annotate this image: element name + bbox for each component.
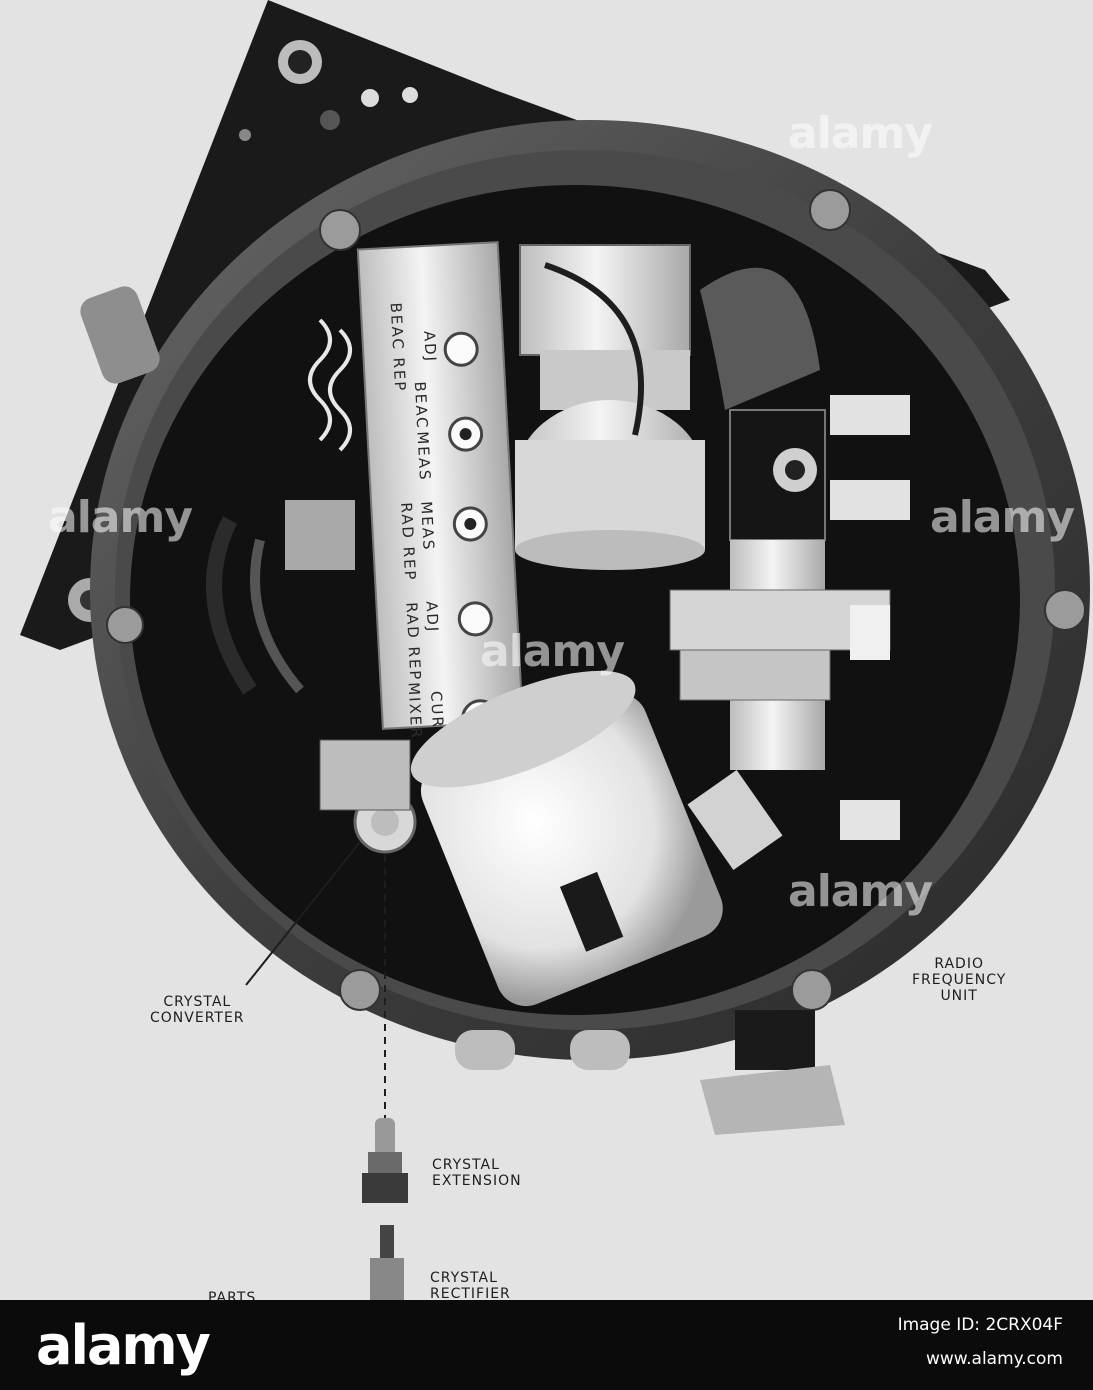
equipment-photo: BEAC REP ADJ BEAC MEAS RAD REP MEAS RAD … bbox=[20, 0, 1090, 1306]
cylinder-can bbox=[410, 670, 723, 1007]
watermark-1: alamy bbox=[788, 108, 933, 159]
panel-label-meas-2: MEAS bbox=[417, 501, 438, 552]
crystal-rectifier-part bbox=[370, 1225, 404, 1300]
site-url: www.alamy.com bbox=[925, 1349, 1063, 1369]
control-panel: BEAC REP ADJ BEAC MEAS RAD REP MEAS RAD … bbox=[356, 241, 524, 740]
stock-logo: alamy bbox=[36, 1314, 211, 1377]
panel-label-rad-rep-1: RAD REP bbox=[397, 502, 419, 582]
watermark-4: alamy bbox=[480, 626, 625, 677]
stock-meta: Image ID: 2CRX04F www.alamy.com bbox=[898, 1308, 1063, 1376]
panel-label-adj-bottom: ADJ bbox=[422, 601, 442, 634]
panel-label-beac: BEAC bbox=[411, 381, 432, 430]
radio-unit-illustration: BEAC REP ADJ BEAC MEAS RAD REP MEAS RAD … bbox=[20, 0, 1090, 1300]
panel-label-mixer: MIXER bbox=[405, 682, 426, 740]
watermark-5: alamy bbox=[788, 866, 933, 917]
panel-label-rad-rep-2: RAD REP bbox=[402, 602, 424, 682]
panel-label-cur: CUR bbox=[427, 691, 447, 730]
watermark-2: alamy bbox=[48, 492, 193, 543]
crystal-extension-part bbox=[362, 1118, 408, 1203]
panel-label-meas-1: MEAS bbox=[413, 431, 434, 482]
panel-label-adj-top: ADJ bbox=[420, 330, 440, 363]
panel-label-beac-rep: BEAC REP bbox=[387, 302, 410, 393]
image-id: Image ID: 2CRX04F bbox=[897, 1315, 1063, 1335]
stock-footer: alamy Image ID: 2CRX04F www.alamy.com bbox=[0, 1300, 1093, 1390]
converter-leader-line bbox=[245, 841, 361, 986]
watermark-3: alamy bbox=[930, 492, 1075, 543]
